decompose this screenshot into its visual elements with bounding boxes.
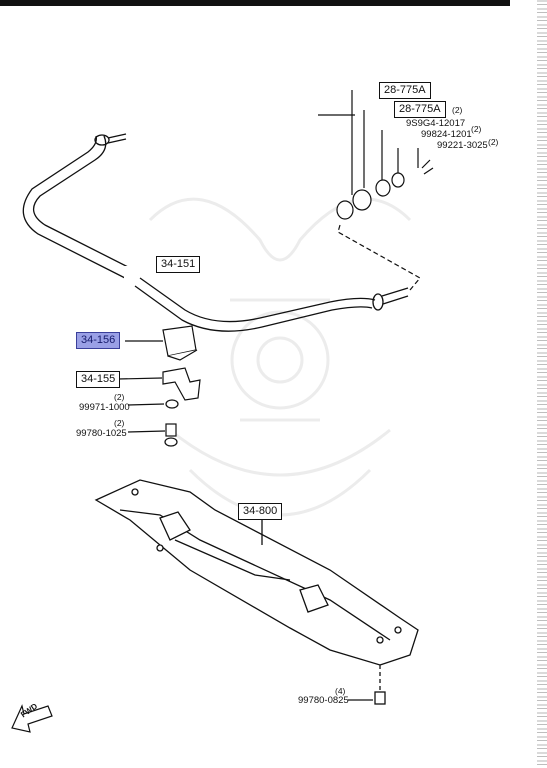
end-link-bushings [336,90,434,291]
crossmember [94,114,419,705]
quantity-28-775A: (2) [452,105,463,115]
part-label-34-800[interactable]: 34-800 [238,503,283,520]
part-label-34-155[interactable]: 34-155 [76,371,121,388]
quantity-99780-1025: (2) [114,418,125,428]
forward-arrow-icon [11,704,53,733]
bushing-and-clamp [117,325,201,447]
part-number-99971-1000[interactable]: 99971-1000 [79,402,130,413]
part-label-28-775A-top[interactable]: 28-775A [379,82,431,99]
part-label-34-156-selected[interactable]: 34-156 [76,332,121,349]
part-number-99780-1025[interactable]: 99780-1025 [76,428,127,439]
quantity-99971-1000: (2) [114,392,125,402]
part-number-99780-0825[interactable]: 99780-0825 [298,695,349,706]
stabilizer-bar [22,133,409,332]
binding-edge [537,0,547,768]
watermark-emblem [148,197,412,517]
part-label-34-151[interactable]: 34-151 [156,256,201,273]
part-number-99824-1201[interactable]: 99824-1201 [421,129,472,140]
part-label-28-775A[interactable]: 28-775A [394,101,446,118]
quantity-99824-1201: (2) [471,124,482,134]
part-number-99221-3025[interactable]: 99221-3025 [437,140,488,151]
page-header-rule [0,0,510,6]
quantity-99780-0825: (4) [335,686,346,696]
part-number-9S9G4-12017[interactable]: 9S9G4-12017 [406,118,466,129]
quantity-99221-3025: (2) [488,137,499,147]
